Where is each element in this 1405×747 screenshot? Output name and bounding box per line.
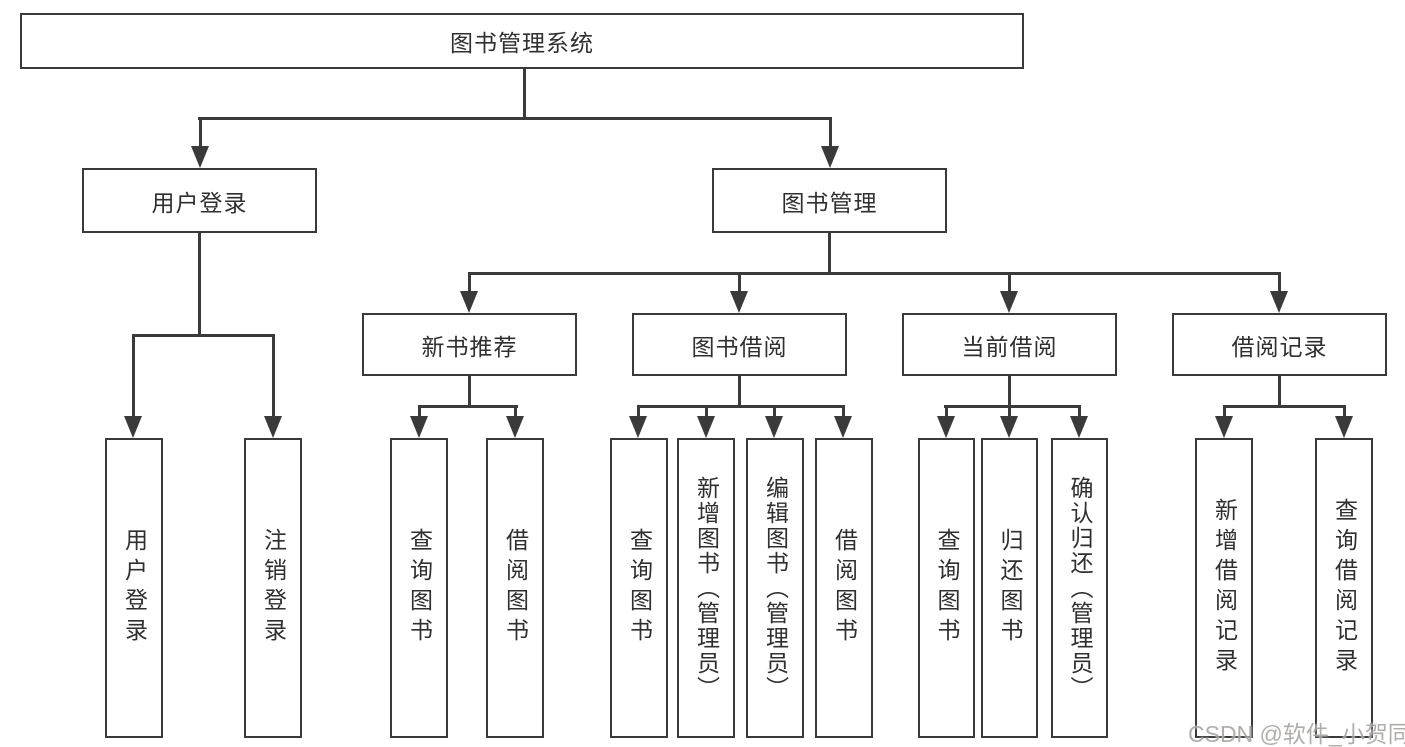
leaf-records-add-record: 新增借阅记录	[1195, 438, 1253, 738]
arrowhead-down-icon	[834, 416, 852, 438]
node-current-borrowing: 当前借阅	[902, 313, 1117, 376]
node-label: 借阅记录	[1231, 333, 1328, 360]
arrowhead-down-icon	[1215, 416, 1233, 438]
node-new-book-recommend: 新书推荐	[362, 313, 577, 376]
connector-line	[514, 405, 517, 417]
leaf-records-query-record: 查询借阅记录	[1315, 438, 1373, 738]
connector-line	[198, 117, 832, 120]
connector-line	[418, 405, 421, 417]
leaf-newbook-query-books: 查询图书	[390, 438, 448, 738]
node-label: 当前借阅	[961, 333, 1058, 360]
node-label: 确认归还（管理员）	[1067, 475, 1093, 701]
arrowhead-down-icon	[506, 416, 524, 438]
arrowhead-down-icon	[1000, 291, 1018, 313]
node-label: 编辑图书（管理员）	[762, 475, 789, 701]
connector-line	[272, 334, 275, 418]
connector-line	[1223, 405, 1345, 408]
leaf-current-query-books: 查询图书	[918, 438, 975, 738]
connector-line	[1343, 405, 1346, 417]
node-label: 图书管理系统	[450, 30, 594, 56]
node-root: 图书管理系统	[20, 13, 1024, 69]
node-label: 用户登录	[121, 528, 148, 648]
leaf-user-login: 用户登录	[105, 438, 163, 738]
arrowhead-down-icon	[765, 416, 783, 438]
connector-line	[773, 405, 776, 417]
connector-line	[198, 233, 201, 335]
connector-line	[1223, 405, 1226, 417]
leaf-borrowing-borrow-books: 借阅图书	[815, 438, 873, 738]
connector-line	[1008, 375, 1011, 406]
arrowhead-down-icon	[264, 416, 282, 438]
connector-line	[1008, 405, 1011, 417]
arrowhead-down-icon	[629, 416, 647, 438]
node-label: 新增图书（管理员）	[693, 475, 720, 701]
node-book-borrowing: 图书借阅	[632, 313, 847, 376]
connector-line	[828, 233, 831, 274]
connector-line	[705, 405, 708, 417]
connector-line	[523, 68, 526, 118]
arrowhead-down-icon	[124, 416, 142, 438]
connector-line	[637, 405, 845, 408]
leaf-current-return-books: 归还图书	[981, 438, 1038, 738]
leaf-current-confirm-return-admin: 确认归还（管理员）	[1051, 438, 1108, 738]
connector-line	[738, 272, 741, 292]
connector-line	[945, 405, 948, 417]
node-label: 图书借阅	[691, 333, 788, 360]
node-label: 注销登录	[260, 528, 287, 648]
node-label: 查询图书	[406, 528, 433, 648]
leaf-borrowing-edit-books-admin: 编辑图书（管理员）	[746, 438, 804, 738]
connector-line	[132, 334, 135, 418]
arrowhead-down-icon	[410, 416, 428, 438]
node-label: 新书推荐	[421, 333, 518, 360]
node-label: 查询借阅记录	[1331, 498, 1358, 678]
node-book-management: 图书管理	[712, 168, 947, 233]
node-label: 借阅图书	[831, 528, 858, 648]
connector-line	[829, 117, 832, 147]
connector-line	[1078, 405, 1081, 417]
arrowhead-down-icon	[1000, 416, 1018, 438]
arrowhead-down-icon	[937, 416, 955, 438]
arrowhead-down-icon	[697, 416, 715, 438]
leaf-borrowing-add-books-admin: 新增图书（管理员）	[677, 438, 735, 738]
arrowhead-down-icon	[821, 146, 839, 168]
leaf-borrowing-query-books: 查询图书	[610, 438, 668, 738]
arrowhead-down-icon	[1335, 416, 1353, 438]
node-borrow-records: 借阅记录	[1172, 313, 1387, 376]
arrowhead-down-icon	[1270, 291, 1288, 313]
node-label: 归还图书	[997, 528, 1023, 648]
connector-line	[418, 405, 518, 408]
arrowhead-down-icon	[460, 291, 478, 313]
connector-line	[738, 375, 741, 406]
connector-line	[199, 117, 202, 147]
connector-line	[637, 405, 640, 417]
arrowhead-down-icon	[730, 291, 748, 313]
node-label: 图书管理	[781, 189, 878, 216]
connector-line	[1008, 272, 1011, 292]
node-label: 新增借阅记录	[1211, 498, 1238, 678]
node-label: 查询图书	[626, 528, 653, 648]
node-user-login-group: 用户登录	[82, 168, 317, 233]
connector-line	[468, 375, 471, 406]
node-label: 查询图书	[934, 528, 960, 648]
connector-line	[468, 272, 1281, 275]
connector-line	[944, 405, 1080, 408]
watermark: CSDN @软件_小贺同学	[1188, 721, 1405, 747]
leaf-logout: 注销登录	[244, 438, 302, 738]
connector-line	[468, 272, 471, 292]
arrowhead-down-icon	[1070, 416, 1088, 438]
node-label: 用户登录	[151, 189, 248, 216]
connector-line	[132, 334, 274, 337]
leaf-newbook-borrow-books: 借阅图书	[486, 438, 544, 738]
arrowhead-down-icon	[191, 146, 209, 168]
connector-line	[1278, 375, 1281, 406]
node-label: 借阅图书	[502, 528, 529, 648]
connector-line	[1278, 272, 1281, 292]
connector-line	[842, 405, 845, 417]
